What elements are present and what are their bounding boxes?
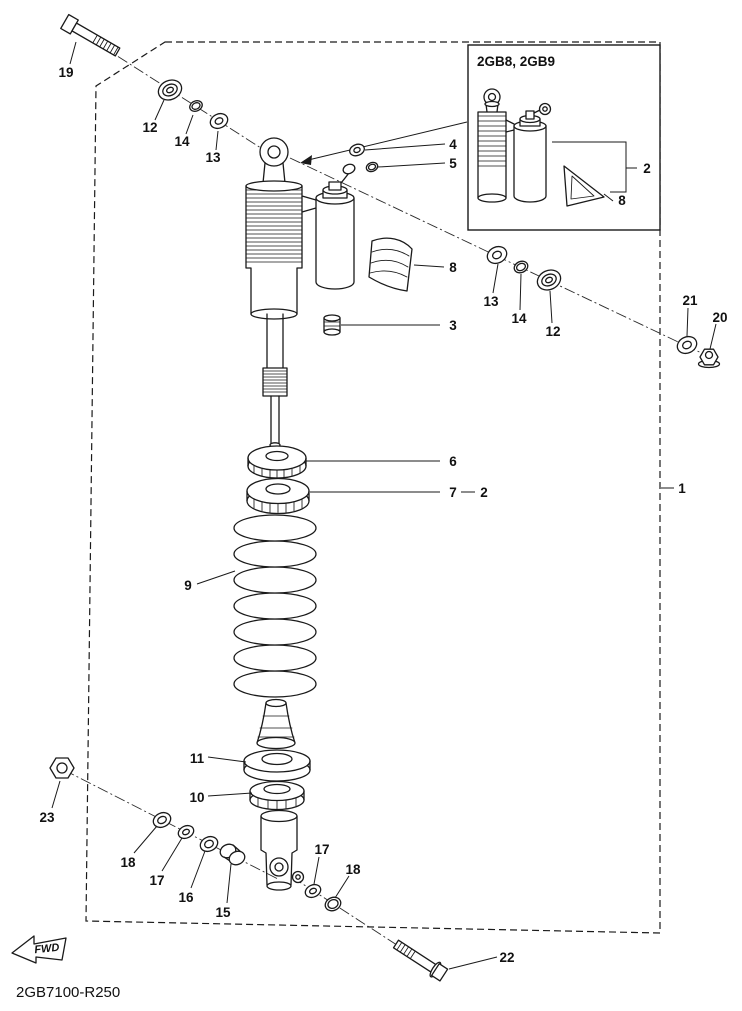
guard-8 [368,237,413,292]
washer-13-left [209,112,229,130]
callout-3: 3 [449,318,457,333]
inset-title: 2GB8, 2GB9 [477,54,555,69]
callout-14-right: 14 [511,311,527,326]
bump-stopper [256,698,296,750]
shock-body [245,180,303,320]
callout-18-right: 18 [345,862,361,877]
callout-21: 21 [682,293,698,308]
oring-14-right [513,260,529,274]
callout-13-top: 13 [205,150,221,165]
washer-21 [676,335,698,355]
nut-20 [697,348,721,369]
spring-9 [233,514,317,698]
callout-13-right: 13 [483,294,499,309]
leader-lines [51,41,717,970]
washer-13-right [486,245,508,265]
adjuster-ring-7 [246,477,310,515]
adjuster-ring-6 [247,445,307,479]
callout-10: 10 [189,790,204,805]
plug-3 [323,314,341,336]
callout-18-left: 18 [120,855,136,870]
inset-shock [477,88,552,203]
lower-clevis [260,809,305,891]
callout-11: 11 [190,751,205,766]
callout-17-left: 17 [149,873,164,888]
bolt-22 [392,939,449,982]
bushing-12-right [536,269,562,291]
callout-labels: 19 12 14 13 4 5 8 2 8 13 14 12 21 20 3 6… [39,65,727,965]
spring-seat-upper [243,749,311,782]
banjo-fitting [342,163,356,175]
main-boundary [85,41,661,934]
callout-23: 23 [39,810,55,825]
inset-pointer-line [300,121,468,165]
callout-1: 1 [678,481,686,496]
callout-8-inset: 8 [618,193,626,208]
spring-seat-lower [249,780,305,811]
callout-20: 20 [712,310,727,325]
collar-16 [199,835,219,853]
callout-17-right: 17 [314,842,329,857]
collar-15 [219,843,246,866]
bushing-12-left [157,79,183,101]
callout-14-top: 14 [174,134,190,149]
callout-7: 7 [449,485,457,500]
oring-18-left [152,811,172,829]
washer-17-left [177,824,195,840]
fwd-arrow: FWD [11,935,67,964]
callout-19: 19 [58,65,73,80]
callout-4: 4 [449,137,457,152]
callout-2-inset: 2 [643,161,651,176]
oring-5 [365,161,379,173]
part-number: 2GB7100-R250 [16,984,120,1001]
inset-bracket [552,141,637,202]
callout-15: 15 [215,905,231,920]
oring-18-right [324,896,342,912]
callout-6: 6 [449,454,457,469]
shock-eye-mount [259,137,289,184]
washer-17-right [304,883,322,899]
callout-12-top: 12 [142,120,157,135]
collar-4 [349,143,365,157]
callout-5: 5 [449,156,457,171]
callout-8: 8 [449,260,457,275]
oring-14-left [189,100,203,112]
shock-shaft [262,313,288,448]
fwd-label: FWD [34,942,60,957]
callout-16: 16 [178,890,194,905]
nut-23 [49,757,75,779]
callout-2: 2 [480,485,488,500]
callout-12-right: 12 [545,324,560,339]
callout-9: 9 [184,578,192,593]
inset-guard-8 [563,165,605,207]
bolt-19 [60,13,121,57]
callout-22: 22 [499,950,514,965]
reservoir [301,169,355,290]
